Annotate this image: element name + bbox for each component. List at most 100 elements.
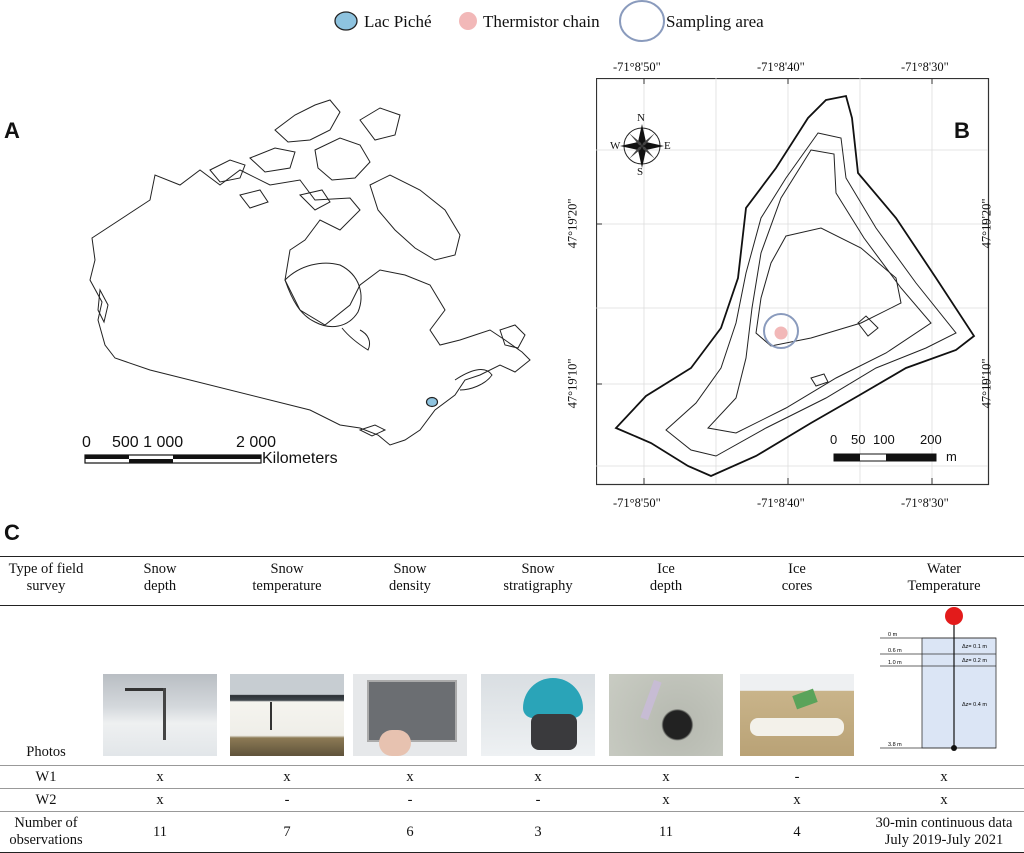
cell: x bbox=[864, 765, 1024, 789]
bottom-tick-3: -71°8'30" bbox=[901, 496, 949, 510]
top-tick-2: -71°8'40" bbox=[757, 60, 805, 74]
cell: 7 bbox=[228, 811, 346, 853]
cell: 30-min continuous data July 2019-July 20… bbox=[864, 811, 1024, 853]
cell: 4 bbox=[730, 811, 864, 853]
left-tick-1: 47°19'20" bbox=[565, 198, 580, 249]
hudson-bay-outline bbox=[284, 262, 362, 328]
depth-contour-4 bbox=[857, 315, 879, 337]
compass-rose bbox=[620, 124, 664, 168]
compass-n-label: N bbox=[637, 112, 645, 124]
snow-temperature-photo bbox=[230, 674, 344, 756]
top-tick-3: -71°8'30" bbox=[901, 60, 949, 74]
compass-e-label: E bbox=[664, 140, 671, 152]
panel-b-scale-100: 100 bbox=[873, 432, 895, 447]
depth-label-0: 0 m bbox=[888, 632, 898, 638]
lake-shoreline bbox=[614, 94, 976, 477]
cell: x bbox=[602, 765, 730, 789]
legend-lake-label: Lac Piché bbox=[364, 12, 432, 31]
cell: 3 bbox=[474, 811, 602, 853]
lake-superior bbox=[358, 424, 387, 437]
row-label-observations: Number of observations bbox=[0, 811, 92, 853]
depth-contour-1 bbox=[665, 132, 957, 457]
canada-mainland-outline bbox=[89, 169, 531, 446]
cell: - bbox=[474, 788, 602, 812]
bottom-tick-2: -71°8'40" bbox=[757, 496, 805, 510]
header-survey-type: Type of field survey bbox=[8, 561, 84, 594]
arctic-island-3 bbox=[274, 99, 341, 143]
header-water-temperature: Water Temperature bbox=[907, 561, 981, 594]
row-label-w1: W1 bbox=[0, 765, 92, 789]
header-snow-temperature: Snow temperature bbox=[252, 561, 322, 594]
legend-sampling-label: Sampling area bbox=[666, 12, 764, 31]
panel-a-scale-0: 0 bbox=[82, 434, 91, 451]
ice-depth-photo bbox=[609, 674, 723, 756]
header-snow-stratigraphy: Snow stratigraphy bbox=[503, 561, 573, 594]
gulf-st-lawrence bbox=[454, 369, 493, 391]
panel-b-scale-0: 0 bbox=[830, 432, 838, 447]
table-header-row: Type of field survey Snow depth Snow tem… bbox=[0, 556, 1024, 606]
snow-depth-photo bbox=[103, 674, 217, 756]
cell: - bbox=[730, 765, 864, 789]
panel-a-scale-1: 500 1 000 bbox=[112, 434, 184, 451]
cell: x bbox=[92, 788, 228, 812]
panel-a-scale-2: 2 000 bbox=[236, 434, 277, 451]
depth-label-06: 0.6 m bbox=[888, 648, 902, 654]
photos-row: Photos bbox=[0, 605, 1024, 766]
panel-b-scale-bar bbox=[833, 453, 937, 462]
header-snow-density: Snow density bbox=[389, 561, 431, 594]
panel-c-letter: C bbox=[4, 520, 20, 545]
ice-cores-photo bbox=[740, 674, 854, 756]
panel-b-letter: B bbox=[954, 118, 970, 143]
panel-b-scale-unit: m bbox=[946, 449, 957, 464]
table-row-w2: W2 x - - - x x x bbox=[0, 788, 1024, 812]
interval-label-3: Δz= 0.4 m bbox=[962, 702, 987, 708]
snow-stratigraphy-photo bbox=[481, 674, 595, 756]
cell: 6 bbox=[346, 811, 474, 853]
lake-legend-marker bbox=[334, 11, 358, 31]
arctic-island-2 bbox=[249, 147, 296, 173]
cell: 11 bbox=[602, 811, 730, 853]
arctic-island-1 bbox=[209, 159, 246, 183]
legend-thermistor-label: Thermistor chain bbox=[483, 12, 600, 31]
left-tick-2: 47°19'10" bbox=[565, 358, 580, 409]
cell: x bbox=[864, 788, 1024, 812]
canada-map bbox=[89, 99, 531, 446]
compass-w-label: W bbox=[610, 140, 621, 152]
photos-label: Photos bbox=[0, 605, 92, 766]
panel-b-scale-200: 200 bbox=[920, 432, 942, 447]
interval-label-2: Δz= 0.2 m bbox=[962, 658, 987, 664]
arctic-island-4 bbox=[314, 137, 371, 181]
baffin-island bbox=[369, 174, 461, 261]
panel-a-scale-unit: Kilometers bbox=[262, 450, 338, 467]
interval-label-1: Δz= 0.1 m bbox=[962, 644, 987, 650]
bottom-tick-1: -71°8'50" bbox=[613, 496, 661, 510]
header-snow-depth: Snow depth bbox=[143, 561, 177, 594]
header-ice-depth: Ice depth bbox=[649, 561, 683, 594]
cell: - bbox=[346, 788, 474, 812]
panel-a-letter: A bbox=[4, 118, 20, 143]
compass-s-label: S bbox=[637, 166, 644, 178]
west-coast-islands bbox=[97, 288, 109, 324]
depth-contour-5 bbox=[810, 373, 829, 387]
figure-legend: Lac Piché Thermistor chain Sampling area bbox=[330, 0, 790, 46]
thermistor-legend-marker bbox=[459, 12, 477, 30]
cell: - bbox=[228, 788, 346, 812]
sampling-legend-marker bbox=[619, 0, 665, 42]
table-row-w1: W1 x x x x x - x bbox=[0, 765, 1024, 789]
cell: x bbox=[92, 765, 228, 789]
lac-piche-marker bbox=[425, 396, 439, 408]
snow-density-photo bbox=[353, 674, 467, 756]
top-tick-1: -71°8'50" bbox=[613, 60, 661, 74]
cell: x bbox=[602, 788, 730, 812]
table-row-observations: Number of observations 11 7 6 3 11 4 30-… bbox=[0, 811, 1024, 853]
sampling-area-circle bbox=[763, 313, 799, 349]
depth-contour-2 bbox=[707, 149, 932, 434]
header-ice-cores: Ice cores bbox=[781, 561, 813, 594]
panel-b-scale-50: 50 bbox=[851, 432, 866, 447]
cell: x bbox=[730, 788, 864, 812]
thermistor-chain-diagram: 0 m 0.6 m 1.0 m 3.8 m Δz= 0.1 m Δz= 0.2 … bbox=[880, 607, 997, 751]
row-label-w2: W2 bbox=[0, 788, 92, 812]
newfoundland bbox=[499, 324, 526, 349]
cell: 11 bbox=[92, 811, 228, 853]
james-bay-outline bbox=[341, 327, 371, 351]
